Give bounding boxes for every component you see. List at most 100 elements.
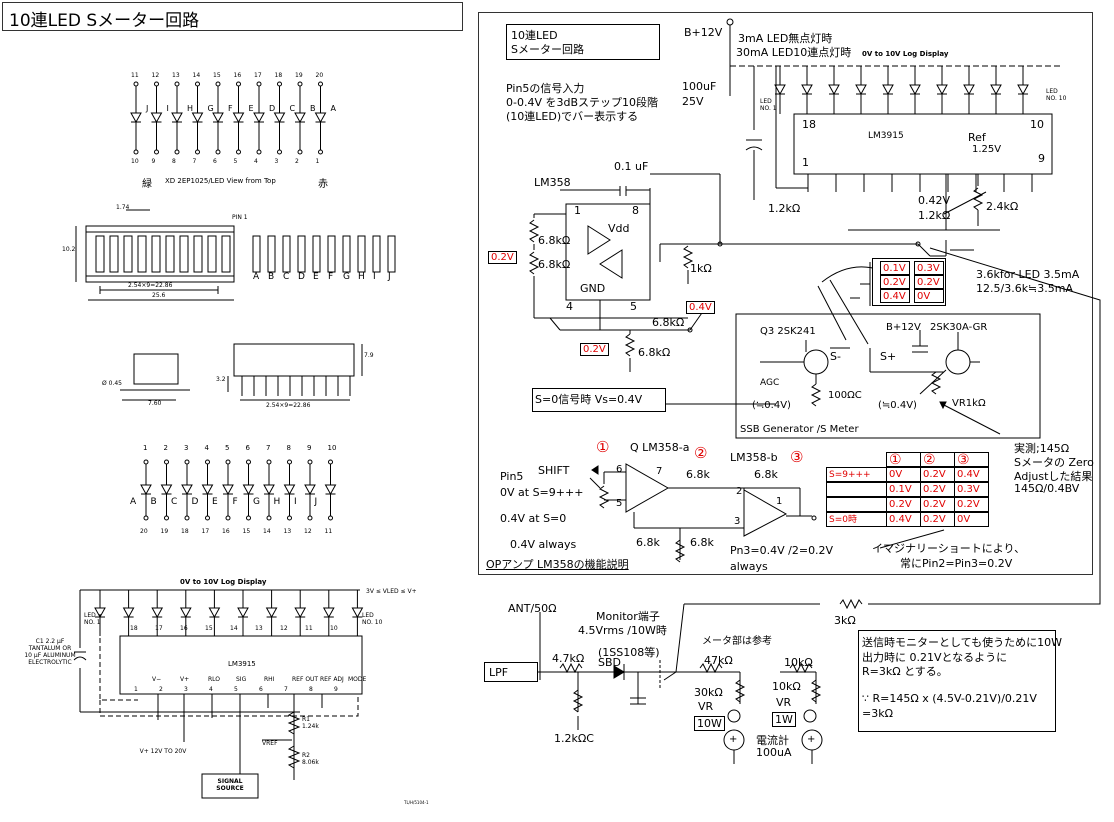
r68k4-label: 6.8k	[690, 536, 714, 549]
dim-256: 25.6	[152, 292, 166, 299]
lpf-box: LPF	[484, 662, 538, 682]
measured-2: Sメータの Zero	[1014, 456, 1094, 469]
mid-bottom-pin: 12	[304, 528, 312, 535]
dim-174: 1.74	[116, 204, 130, 211]
mid-bottom-pin: 11	[324, 528, 333, 535]
led-current-2: 12.5/3.6k≒3.5mA	[976, 282, 1074, 295]
right-title-line2: Sメーター回路	[511, 43, 584, 56]
pin5-note-1: Pin5の信号入力	[506, 82, 585, 95]
dim-045: Ø 0.45	[102, 380, 122, 387]
table-cell: 0.2V	[920, 497, 955, 512]
vplus-label: V+ 12V TO 20V	[139, 748, 187, 755]
led-top-pin: 18	[274, 72, 283, 79]
led-bottom-pin: 7	[192, 158, 197, 165]
led-top-pin: 12	[151, 72, 160, 79]
lm-chip-pin: 6	[259, 686, 263, 693]
op-desc: OPアンプ LM358の機能説明	[486, 558, 629, 571]
led-top-pin: 15	[213, 72, 221, 79]
led-bottom-pin: 8	[172, 158, 176, 165]
dim-254: 2.54×9=22.86	[128, 282, 173, 289]
dim-79: 7.9	[364, 352, 374, 359]
schematic-panel	[478, 12, 1093, 575]
tx-note-line: 出力時に 0.21Vとなるように	[862, 650, 1008, 664]
ssb-label: SSB Generator /S Meter	[740, 424, 859, 435]
plus-a: +	[729, 734, 738, 745]
table-head: ①	[886, 452, 921, 467]
chip-pin18: 18	[802, 118, 816, 131]
led-current-1: 3.6kfor LED 3.5mA	[976, 268, 1080, 281]
tx-note-line: ∵ R=145Ω x (4.5V-0.21V)/0.21V	[862, 692, 1037, 705]
r-chip-name: LM3915	[868, 131, 904, 141]
table-cell: 0.2V	[886, 497, 921, 512]
r10k2-label: 10kΩ	[772, 680, 801, 693]
mid-top-pin: 8	[286, 444, 291, 452]
r-led-no1: LED NO. 1	[760, 98, 777, 112]
selector-right-value: 0V	[914, 289, 944, 303]
ref-label: Ref	[968, 131, 986, 144]
log-display-label: 0V to 10V Log Display	[862, 50, 949, 58]
node-3-marker: ③	[790, 448, 804, 466]
page-title-box: 10連LED Sメーター回路	[2, 2, 463, 31]
table-row-label: S=9+++	[826, 467, 887, 482]
node-1-marker: ①	[596, 438, 610, 456]
bplus-label: B+12V	[886, 322, 921, 333]
shift-label: SHIFT	[538, 464, 570, 477]
led-top-letter: D	[269, 104, 276, 113]
r12k-label: 1.2kΩ	[768, 202, 801, 215]
table-head: ③	[954, 452, 989, 467]
right-title-box: 10連LED Sメーター回路	[506, 24, 660, 60]
table-cell: 0.3V	[954, 482, 989, 497]
dim-32: 3.2	[216, 376, 226, 383]
at-s9: 0V at S=9+++	[500, 486, 584, 499]
seg-letter: A	[253, 272, 260, 282]
measured-1: 実測;145Ω	[1014, 442, 1070, 455]
mid-letter: G	[253, 497, 260, 507]
lm-chip-pin-name: RLO	[208, 676, 221, 683]
pin1-label: PIN 1	[232, 214, 248, 221]
r1-label: R1 1.24k	[302, 716, 319, 730]
c25v-label: 25V	[682, 95, 704, 108]
op-pin7: 7	[656, 466, 663, 477]
mid-top-pin: 2	[163, 444, 168, 452]
lm-chip-pin-name: V−	[152, 676, 162, 683]
pin5-note-3: (10連LED)でバー表示する	[506, 110, 639, 123]
ref-voltage: 1.25V	[972, 144, 1002, 155]
lm-chip-pin: 9	[334, 686, 338, 693]
led-top-pin: 11	[131, 72, 139, 79]
mid-bottom-pin: 19	[160, 528, 169, 535]
mid-letter: C	[171, 497, 178, 507]
lm-led-num: 13	[255, 625, 263, 632]
table-cell: 0.2V	[920, 482, 955, 497]
approx04b: (≒0.4V)	[878, 400, 917, 411]
table-cell: 0V	[954, 512, 989, 527]
chip-pin1: 1	[802, 156, 809, 169]
led-top-letter: I	[166, 104, 169, 113]
mid-bottom-pin: 16	[222, 528, 230, 535]
selector-left-value: 0.1V	[880, 261, 910, 275]
lm-led-num: 17	[155, 625, 163, 632]
mid-top-pin: 7	[266, 444, 271, 452]
s-minus: S-	[830, 350, 841, 363]
cap-label: C1 2.2 µF TANTALUM OR 10 µF ALUMINUM ELE…	[24, 638, 76, 666]
lm-led-num: 14	[230, 625, 238, 632]
lm-chip-pin-name: REF ADJ	[320, 676, 344, 683]
mid-top-pin: 4	[204, 444, 209, 452]
vr2-label: VR	[776, 696, 792, 709]
vr1k-label: VR1kΩ	[952, 398, 986, 409]
meter-note: メータ部は参考	[702, 636, 772, 647]
op-pin6: 6	[616, 464, 623, 475]
mid-bottom-pin: 18	[181, 528, 189, 535]
node-2-marker: ②	[694, 444, 708, 462]
r68c-label: 6.8kΩ	[652, 316, 685, 329]
mid-bottom-pin: 20	[140, 528, 148, 535]
lm-led-no1: LED NO. 1	[84, 612, 101, 626]
lm-led-num: 16	[180, 625, 188, 632]
led-top-letter: F	[228, 104, 233, 113]
lm-chip-pin: 2	[159, 686, 163, 693]
lm-chip-pin: 1	[134, 686, 138, 693]
r100-label: 100ΩC	[828, 390, 862, 401]
lm358-pin4: 4	[566, 300, 573, 313]
lm-chip-pin: 8	[309, 686, 313, 693]
r10k-label: 10kΩ	[784, 656, 813, 669]
ua100-label: 100uA	[756, 746, 792, 759]
